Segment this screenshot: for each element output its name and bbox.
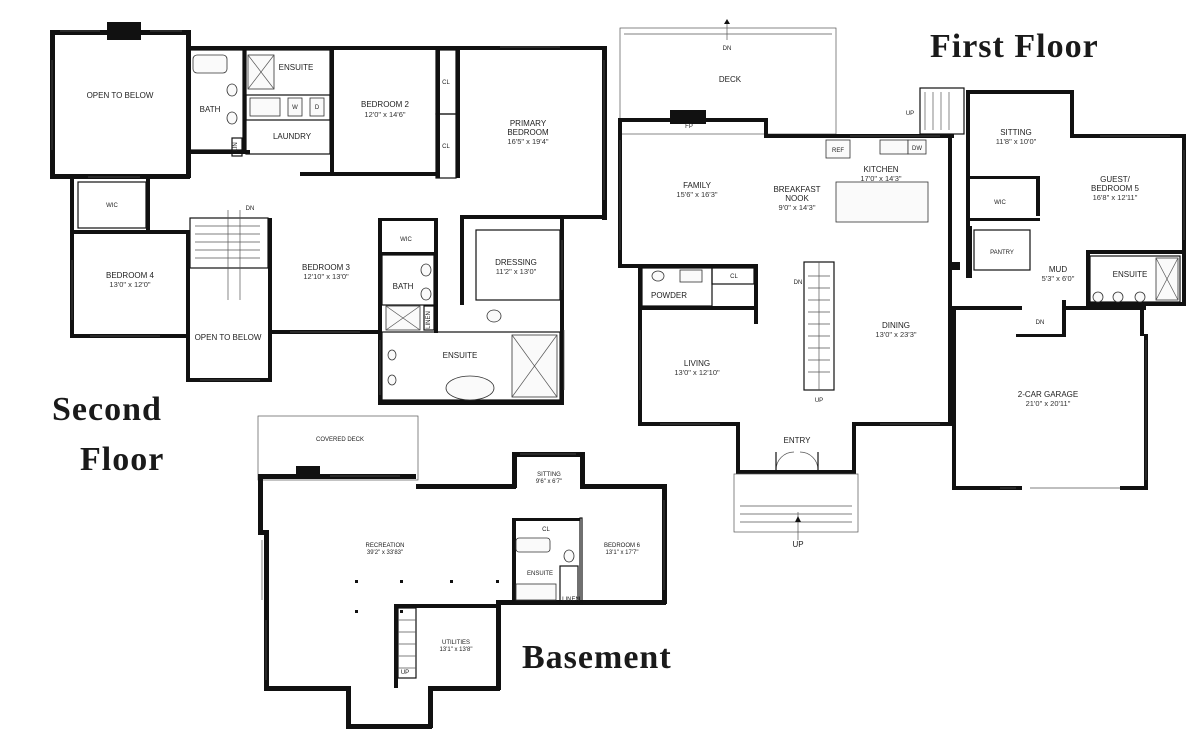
breakfast-dim: 9'0" x 14'3" [779,203,816,212]
garage-label: 2-CAR GARAGE [1018,390,1078,399]
dryer-label: D [315,105,320,111]
laundry-label: LAUNDRY [273,132,312,141]
wic-left-label: WIC [106,203,118,209]
guest-dim: 16'8" x 12'11" [1093,193,1138,202]
dishwasher-label: DW [912,146,922,152]
second-floor-title-line1: Second [52,391,162,428]
bedroom3-dim: 12'10" x 13'0" [303,272,349,281]
bedroom6-label: BEDROOM 6 [604,543,641,549]
family-dim: 15'6" x 16'3" [676,190,717,199]
first-floor-title: First Floor [930,28,1099,65]
primary-bedroom-dim: 16'5" x 19'4" [507,137,548,146]
ensuite-primary-label: ENSUITE [443,351,478,360]
first-floor-plan: DN DECK FP REF DW UP FAMILY 15'6" x 16'3… [618,19,1186,549]
dryer-box [309,97,325,117]
bedroom4-dim: 13'0" x 12'0" [109,280,150,289]
deck-label: DECK [719,75,742,84]
bath-label: BATH [200,105,221,114]
basement-sitting-dim: 9'6" x 6'7" [536,479,562,485]
dressing-dim: 11'2" x 13'0" [496,267,537,276]
fridge-label: REF [832,148,844,154]
bath-mid-label: BATH [393,282,414,291]
basement-ensuite-label: ENSUITE [527,571,553,577]
wic-mid-label: WIC [400,237,412,243]
stair-up-label: UP [815,398,823,404]
lin-label: LIN [233,142,239,151]
closet-label-1: CL [442,80,450,86]
sitting-label: SITTING [1000,128,1032,137]
pantry-label: PANTRY [990,250,1014,256]
utilities-label: UTILITIES [442,640,470,646]
breakfast-label-1: BREAKFAST [773,185,820,194]
closet-label: CL [730,274,738,280]
washer-box [287,97,303,117]
sitting-dim: 11'8" x 10'0" [996,137,1037,146]
bedroom3-label: BEDROOM 3 [302,263,351,272]
bedroom2-label: BEDROOM 2 [361,100,410,109]
mud-dim: 5'3" x 6'0" [1042,274,1075,283]
ensuite-top-label: ENSUITE [279,63,314,72]
deck-dn-label: DN [723,46,732,52]
wic-label: WIC [994,200,1006,206]
dining-dim: 13'0" x 23'3" [875,330,916,339]
second-floor-plan: OPEN TO BELOW BATH ENSUITE LAUNDRY W D B… [50,22,607,405]
fireplace-label: FP [685,124,693,130]
kitchen-dim: 17'0" x 14'3" [860,174,901,183]
basement-title: Basement [522,639,672,676]
basement-fireplace [296,466,320,478]
bedroom2-dim: 12'0" x 14'6" [364,110,405,119]
kitchen-label: KITCHEN [863,165,898,174]
second-floor-title-line2: Floor [80,441,164,478]
covered-deck-label: COVERED DECK [316,437,364,443]
primary-bedroom-label-1: PRIMARY [510,119,547,128]
dining-label: DINING [882,321,910,330]
dressing-label: DRESSING [495,258,537,267]
stair-dn-label: DN [246,206,255,212]
chimney [107,22,141,40]
basement-closet-label: CL [542,527,550,533]
open-to-below-label-1: OPEN TO BELOW [87,91,154,100]
primary-bedroom-label-2: BEDROOM [507,128,549,137]
powder-label: POWDER [651,291,687,300]
breakfast-label-2: NOOK [785,194,809,203]
guest-label-1: GUEST/ [1100,175,1131,184]
basement-stair-up-label: UP [401,670,409,676]
recreation-dim: 39'2" x 33'83" [367,550,403,556]
freestanding-tub [445,375,495,401]
open-to-below-label-2a: OPEN TO BELOW [195,333,262,342]
linen-label: LINEN [426,311,432,329]
tub [192,54,228,74]
recreation-label: RECREATION [366,543,405,549]
garage-dim: 21'0" x 20'11" [1026,399,1071,408]
basement-plan: COVERED DECK SITTING 9'6" x 6'7" CL RECR… [257,415,667,729]
living-dim: 13'0" x 12'10" [674,368,720,377]
washer-label: W [292,105,298,111]
stair-dn-label: DN [794,280,803,286]
fireplace [670,110,706,124]
entry-label: ENTRY [784,436,812,445]
guest-label-2: BEDROOM 5 [1091,184,1140,193]
entry-up-label: UP [792,540,803,549]
garage-dn-label: DN [1036,320,1045,326]
utilities-dim: 13'1" x 13'8" [440,647,473,653]
bedroom6-dim: 13'1" x 17'7" [606,550,639,556]
basement-sitting-label: SITTING [537,472,561,478]
rear-up-label: UP [906,111,914,117]
kitchen-island [835,181,929,223]
closet-label-2: CL [442,144,450,150]
mud-label: MUD [1049,265,1067,274]
family-label: FAMILY [683,181,712,190]
ensuite-label: ENSUITE [1113,270,1148,279]
living-label: LIVING [684,359,710,368]
basement-linen-label: LINEN [562,597,580,603]
bedroom4-label: BEDROOM 4 [106,271,155,280]
